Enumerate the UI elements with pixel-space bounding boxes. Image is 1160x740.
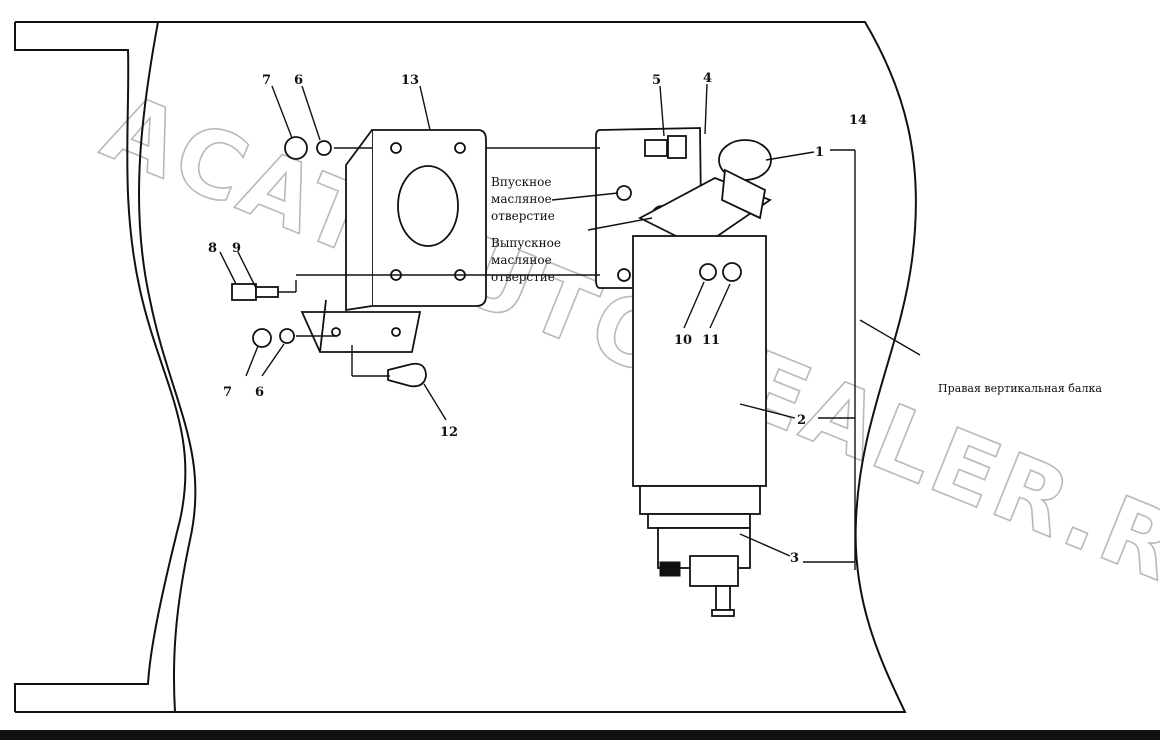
callout-13: 13 <box>401 73 419 88</box>
hardware <box>231 136 427 388</box>
callout-7-lower: 7 <box>223 385 232 400</box>
outlet-label-line3: отверстие <box>491 270 555 284</box>
right-rail-label: Правая вертикальная балка <box>938 382 1102 395</box>
callout-14: 14 <box>849 113 867 128</box>
callout-numbers: 7 6 13 5 4 14 1 8 9 7 6 12 10 11 2 3 <box>208 71 867 566</box>
outlet-label-line1: Выпускное <box>491 236 561 250</box>
callout-6-lower: 6 <box>255 385 264 400</box>
callout-7: 7 <box>262 73 271 88</box>
inlet-label-line1: Впускное <box>491 175 551 189</box>
callout-5: 5 <box>652 73 661 88</box>
fuel-filter <box>595 127 772 617</box>
inlet-label-line2: масляное <box>491 192 552 206</box>
callout-8: 8 <box>208 241 217 256</box>
callout-10: 10 <box>674 333 692 348</box>
outlet-label-line2: масляное <box>491 253 552 267</box>
frame-outline <box>0 21 1160 740</box>
callout-6: 6 <box>294 73 303 88</box>
callout-9: 9 <box>232 241 241 256</box>
text-labels: Впускное масляное отверстие Выпускное ма… <box>491 175 1102 395</box>
callout-11: 11 <box>702 333 720 348</box>
callout-12: 12 <box>440 425 458 440</box>
leader-lines <box>219 83 921 570</box>
callout-3: 3 <box>790 551 799 566</box>
mounting-bracket <box>300 129 487 353</box>
inlet-label-line3: отверстие <box>491 209 555 223</box>
callout-4: 4 <box>703 71 712 86</box>
callout-1: 1 <box>815 145 824 160</box>
callout-2: 2 <box>797 413 806 428</box>
